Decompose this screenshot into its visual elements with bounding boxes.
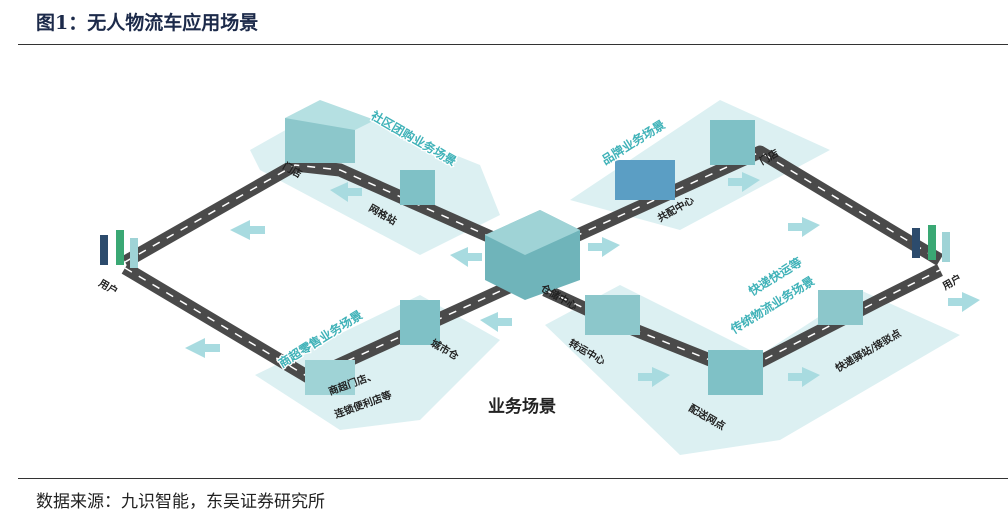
community-store-building [285,100,375,163]
express-station-building [818,290,863,325]
transfer-center-building [585,295,640,335]
co-distribution-building [615,160,675,200]
brand-store-building [710,120,755,165]
center-label: 业务场景 [488,396,556,417]
bottom-divider [18,478,1008,479]
flow-arrows [185,172,980,387]
user-group-right [912,225,950,262]
source-note: 数据来源：九识智能，东吴证券研究所 [36,492,325,512]
central-warehouse-building [485,210,580,300]
figure-title: 图1：无人物流车应用场景 [36,12,259,34]
user-group-left [100,230,138,268]
buildings [285,100,863,395]
supermarket-building [305,360,355,395]
city-warehouse-building [400,300,440,345]
node-user-right: 用户 [939,271,964,293]
grid-station-building [400,170,435,205]
top-divider [18,44,1008,45]
node-user-left: 用户 [96,276,121,298]
delivery-point-building [708,350,763,395]
